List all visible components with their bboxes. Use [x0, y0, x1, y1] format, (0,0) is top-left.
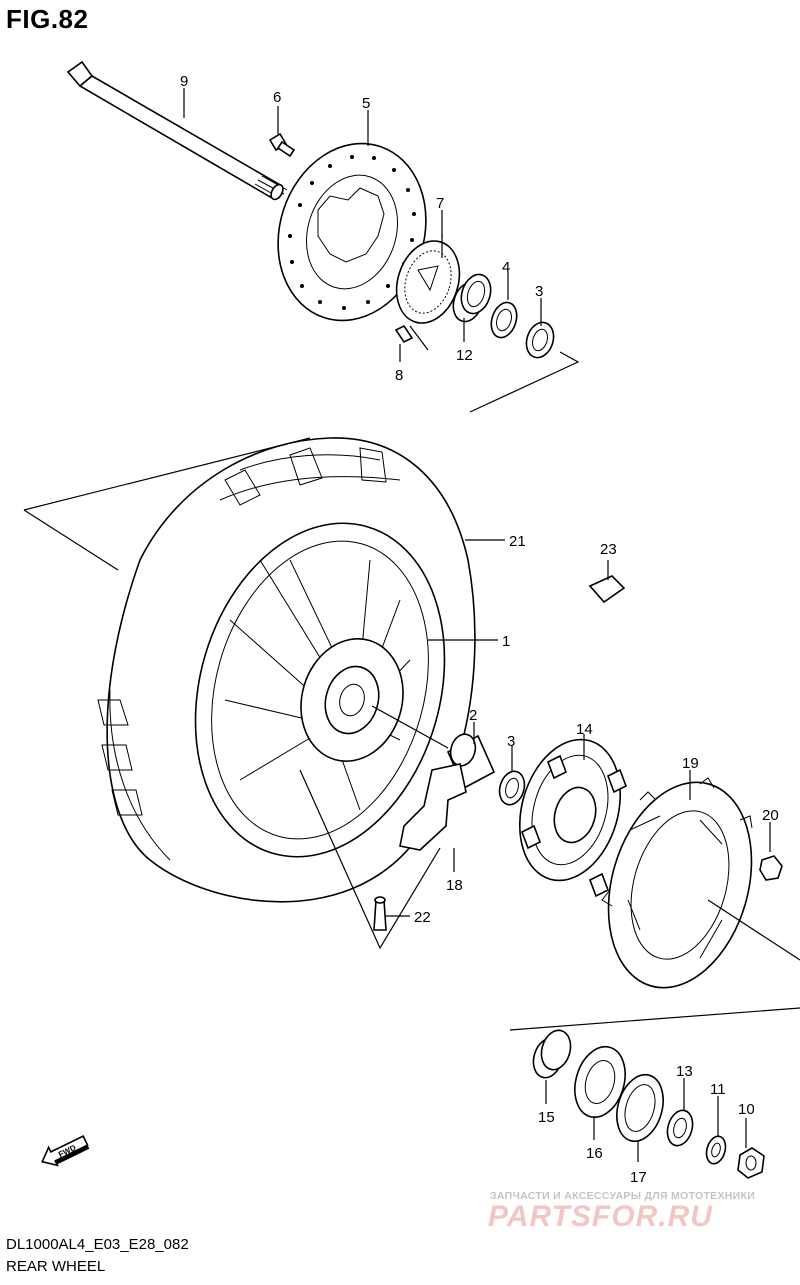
sensor-screw-part-8[interactable] — [394, 324, 414, 344]
oil-seal-part-17[interactable] — [609, 1069, 670, 1146]
part-label-20[interactable]: 20 — [762, 807, 779, 824]
part-label-13[interactable]: 13 — [676, 1063, 693, 1080]
wheel-rim-part-1[interactable] — [158, 494, 482, 887]
assembly-guide-lines — [23, 234, 800, 1031]
part-label-16[interactable]: 16 — [586, 1145, 603, 1162]
part-label-3-lower[interactable]: 3 — [507, 733, 515, 750]
watermark-tagline: ЗАПЧАСТИ И АКСЕССУАРЫ ДЛЯ МОТОТЕХНИКИ — [490, 1190, 756, 1202]
tire-valve-part-22[interactable] — [373, 896, 387, 931]
bearing-part-3-lower[interactable] — [496, 768, 528, 807]
part-label-19[interactable]: 19 — [682, 755, 699, 772]
washer-part-11[interactable] — [703, 1134, 728, 1166]
part-label-11[interactable]: 11 — [710, 1081, 726, 1098]
part-label-3-upper[interactable]: 3 — [535, 283, 543, 300]
watermark-brand: PARTSFOR.RU — [488, 1200, 713, 1233]
axle-nut-part-10[interactable] — [737, 1147, 765, 1179]
fwd-arrow-icon: FWD — [41, 1135, 90, 1167]
model-code: DL1000AL4_E03_E28_082 — [6, 1236, 189, 1253]
balancer-weight-part-23[interactable] — [588, 575, 626, 604]
collar-part-15[interactable] — [529, 1027, 575, 1081]
part-label-15[interactable]: 15 — [538, 1109, 555, 1126]
part-label-23[interactable]: 23 — [600, 541, 617, 558]
part-label-2[interactable]: 2 — [469, 707, 477, 724]
oil-seal-part-4[interactable] — [487, 299, 521, 341]
part-label-14[interactable]: 14 — [576, 721, 593, 738]
collar-part-12[interactable] — [449, 271, 496, 326]
axle-part-9[interactable] — [66, 60, 288, 201]
brake-disc-part-5[interactable] — [256, 124, 449, 340]
part-label-6[interactable]: 6 — [273, 89, 281, 106]
part-label-10[interactable]: 10 — [738, 1101, 755, 1118]
cush-damper-part-18[interactable] — [399, 763, 467, 851]
part-label-18[interactable]: 18 — [446, 877, 463, 894]
bearing-part-3-upper[interactable] — [522, 319, 558, 361]
sprocket-nut-part-20[interactable] — [759, 855, 783, 881]
part-label-22[interactable]: 22 — [414, 909, 431, 926]
spacer-part-13[interactable] — [664, 1107, 697, 1148]
part-label-8[interactable]: 8 — [395, 367, 403, 384]
part-label-9[interactable]: 9 — [180, 73, 188, 90]
part-label-4[interactable]: 4 — [502, 259, 510, 276]
sensor-ring-part-7[interactable] — [386, 233, 469, 331]
figure-title: FIG.82 — [6, 4, 89, 34]
part-label-17[interactable]: 17 — [630, 1169, 647, 1186]
part-label-12[interactable]: 12 — [456, 347, 473, 364]
sprocket-hub-part-14[interactable] — [504, 728, 636, 898]
leader-lines — [183, 88, 771, 1162]
part-label-7[interactable]: 7 — [436, 195, 444, 212]
disc-bolt-part-6[interactable] — [268, 132, 296, 158]
part-label-5[interactable]: 5 — [362, 95, 370, 112]
part-label-21[interactable]: 21 — [509, 533, 526, 550]
rear-sprocket-part-19[interactable] — [586, 765, 775, 1004]
part-label-1[interactable]: 1 — [502, 633, 510, 650]
figure-caption: REAR WHEEL — [6, 1258, 106, 1275]
bearing-part-16[interactable] — [567, 1041, 633, 1123]
